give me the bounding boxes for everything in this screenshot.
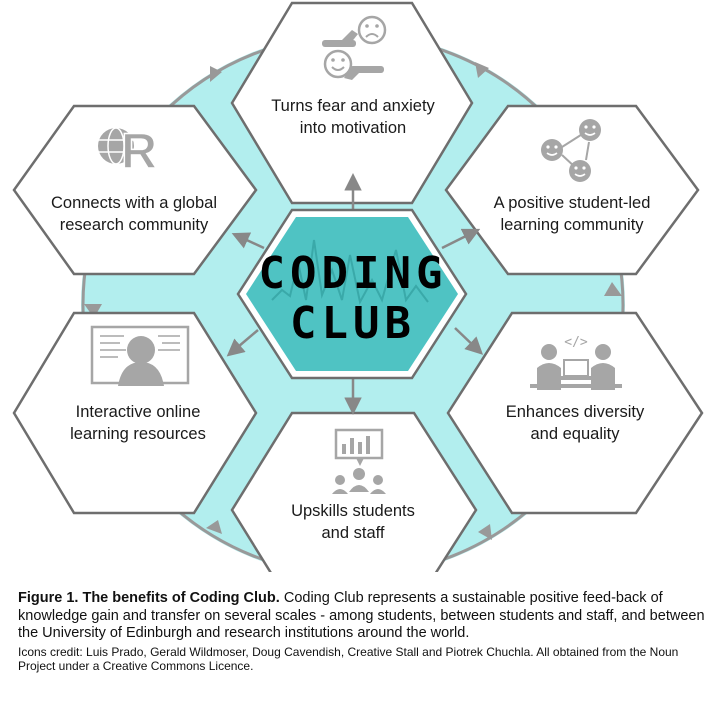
label-lower-left-line1: Interactive online: [76, 403, 201, 421]
arrow-to-upper-left: [231, 232, 265, 250]
people-around-laptop-icon: </>: [530, 335, 622, 390]
label-top-line2: into motivation: [300, 119, 406, 137]
ring-arrow: [475, 62, 489, 78]
caption-main: Figure 1. The benefits of Coding Club. C…: [18, 590, 706, 643]
arrow-to-lower-left: [226, 329, 259, 357]
label-upper-right-line2: learning community: [500, 216, 644, 234]
label-lower-left-line2: learning resources: [70, 425, 206, 443]
arrow-to-upper-right: [441, 228, 481, 250]
label-lower-right-line2: and equality: [531, 425, 621, 443]
hexagon-upper-right: [444, 104, 700, 276]
center-title-line1: CODING: [259, 248, 448, 299]
hexagon-labels: Turns fear and anxiety into motivation A…: [51, 97, 650, 542]
ring-arrows: [84, 62, 622, 540]
connector-arrows: [226, 173, 484, 415]
coding-club-diagram: CODING CLUB: [12, 1, 704, 572]
ring-arrow: [206, 520, 222, 534]
caption-body: Coding Club represents a sustainable pos…: [18, 590, 705, 641]
label-top-line1: Turns fear and anxiety: [271, 97, 435, 115]
hexagon-bottom: [230, 411, 478, 572]
hexagon-lower-right: [446, 311, 704, 515]
ring-arrow: [478, 524, 492, 540]
presenter-with-chart-icon: [332, 428, 386, 494]
label-bottom-line2: and staff: [322, 524, 385, 542]
hexagon-top: [230, 1, 474, 205]
caption-credit: Icons credit: Luis Prado, Gerald Wildmos…: [18, 644, 679, 674]
label-bottom-line1: Upskills students: [291, 502, 415, 520]
ring-arrow: [604, 282, 622, 296]
waveform-decoration: [271, 239, 429, 305]
hexagon-upper-left: [12, 104, 258, 276]
benefit-hexagons: [12, 1, 704, 572]
r-globe-icon: R: [98, 122, 158, 180]
svg-text:</>: </>: [564, 335, 588, 350]
ring-arrow: [210, 66, 222, 82]
figure-caption: Figure 1. The benefits of Coding Club. C…: [18, 590, 706, 674]
connected-smiley-faces-icon: [541, 119, 601, 182]
person-at-computer-icon: [90, 325, 190, 386]
arrow-to-lower-right: [454, 327, 484, 355]
svg-text:R: R: [121, 123, 157, 179]
scales-fear-to-happy-icon: [322, 15, 387, 80]
label-upper-left-line2: research community: [60, 216, 209, 234]
caption-title: Figure 1. The benefits of Coding Club.: [18, 590, 280, 606]
label-upper-right-line1: A positive student-led: [494, 194, 651, 212]
hexagon-lower-left: [12, 311, 258, 515]
ring-arrow: [84, 304, 102, 318]
center-hexagon: CODING CLUB: [236, 208, 468, 380]
label-lower-right-line1: Enhances diversity: [506, 403, 645, 421]
center-title-line2: CLUB: [290, 298, 416, 349]
label-upper-left-line1: Connects with a global: [51, 194, 217, 212]
